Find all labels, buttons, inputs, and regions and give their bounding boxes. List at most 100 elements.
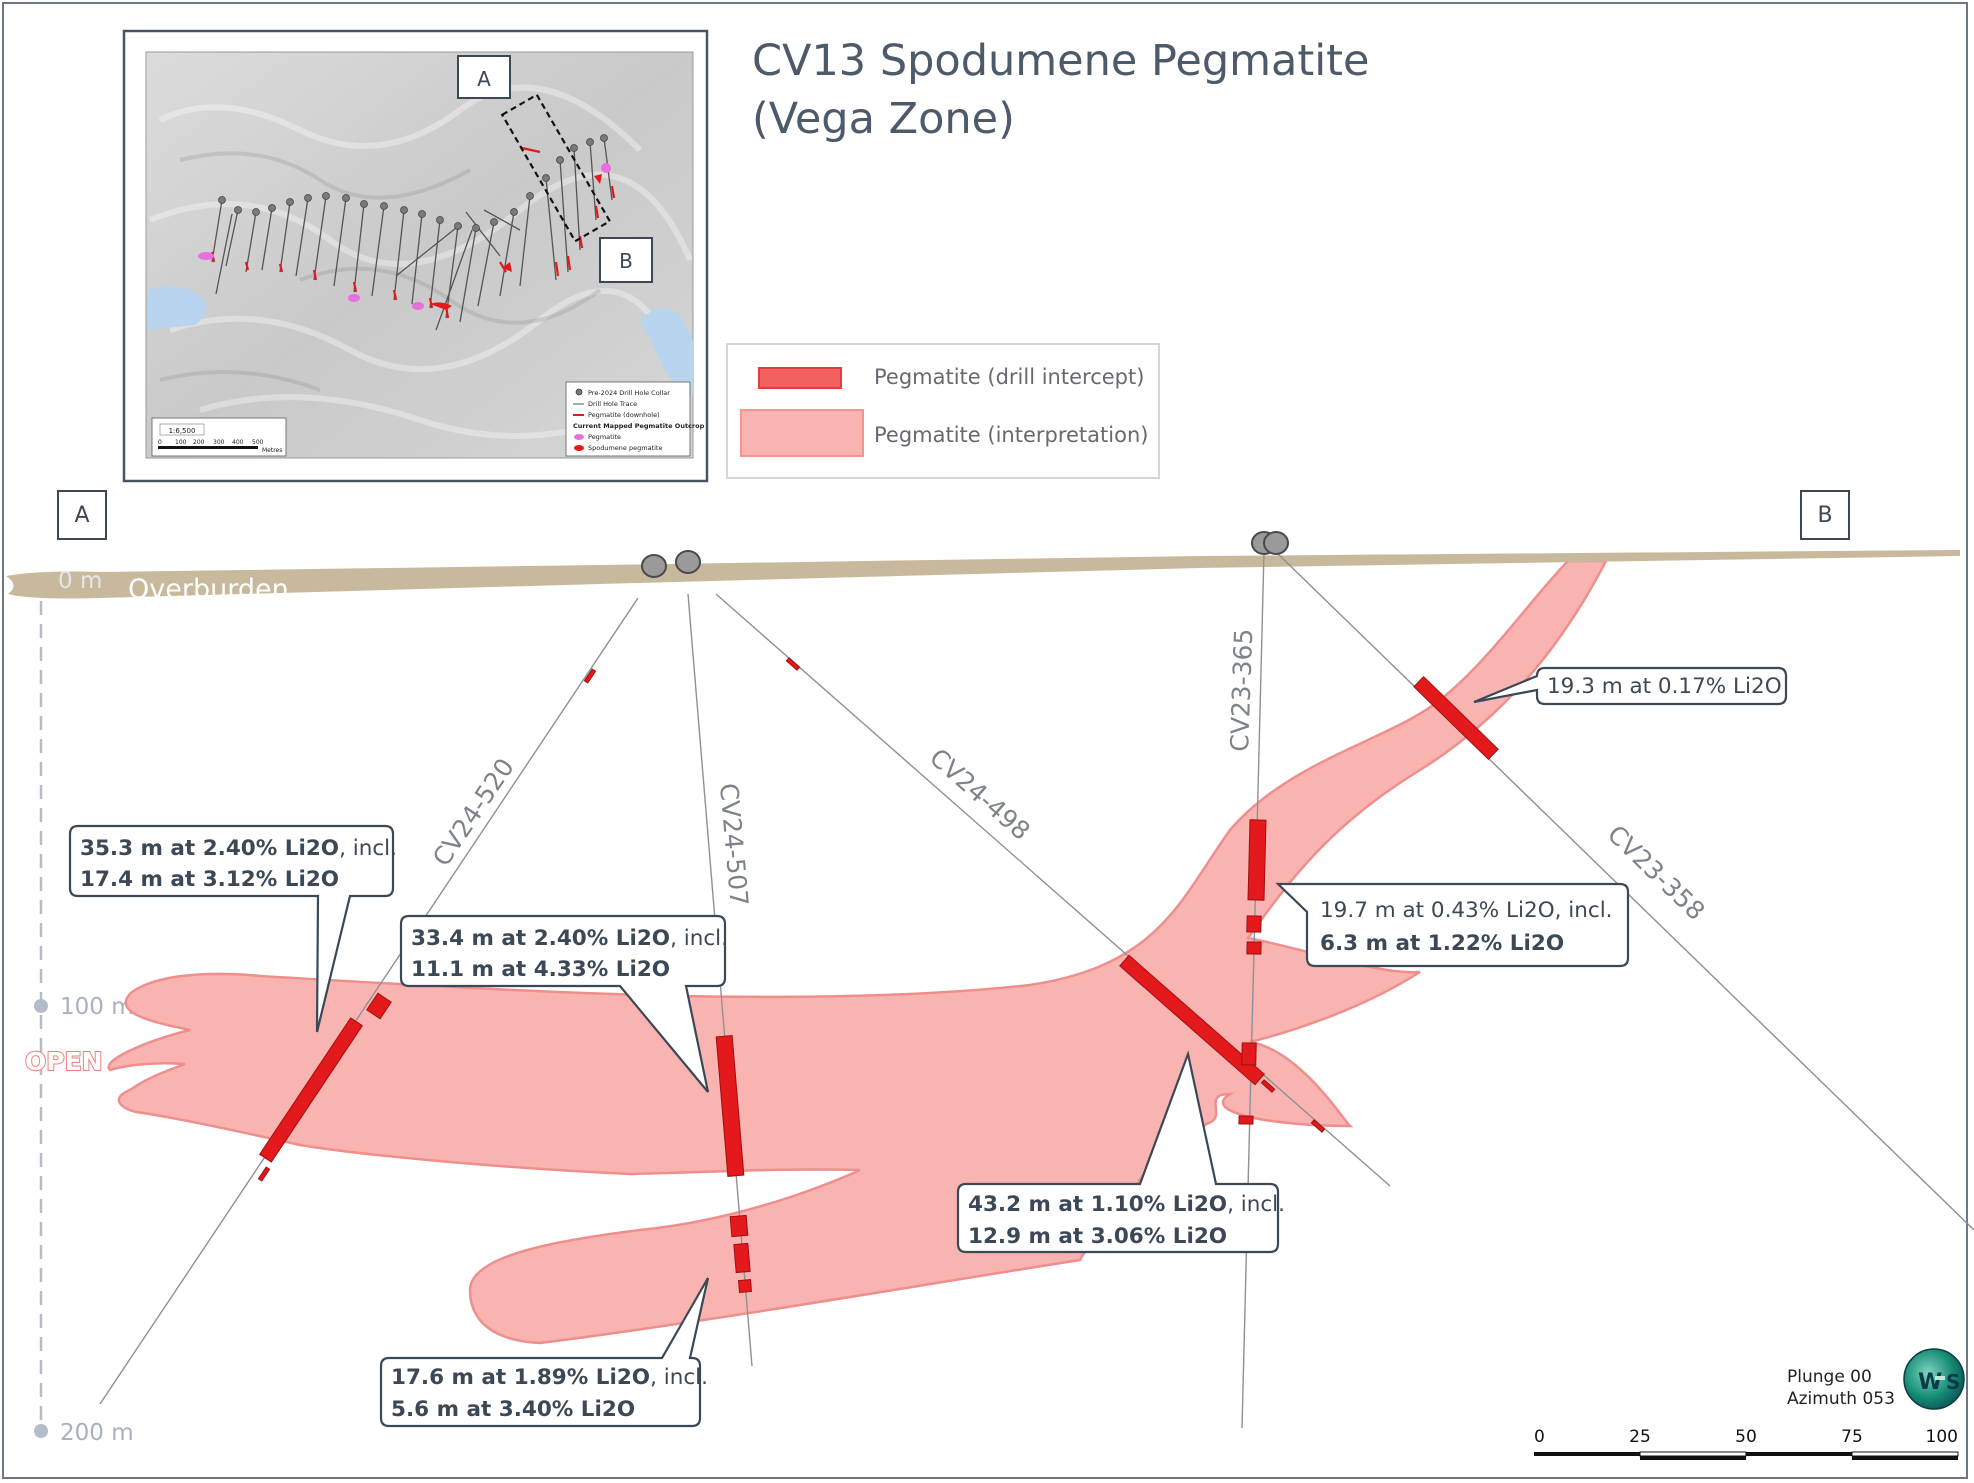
intercept-cv24-507-lower2 [733, 1242, 751, 1274]
callout-1-line1: 35.3 m at 2.40% Li2O, incl. [80, 836, 397, 861]
inset-point-b [599, 237, 653, 283]
svg-text:Drill Hole Trace: Drill Hole Trace [588, 400, 637, 408]
legend-swatch-interpretation [740, 409, 864, 457]
intercept-cv24-498-minor1 [785, 657, 801, 671]
section-point-b: B [1800, 490, 1850, 540]
svg-text:400: 400 [232, 439, 244, 446]
callout-6-line1: 19.3 m at 0.17% Li2O [1547, 674, 1782, 699]
azimuth-text: Azimuth 053 [1787, 1389, 1895, 1409]
intercept-cv23-365-d [1241, 1042, 1257, 1066]
svg-text:200: 200 [193, 439, 205, 446]
legend: Pegmatite (drill intercept) Pegmatite (i… [726, 343, 1160, 479]
intercept-cv24-520-minor1 [583, 668, 597, 684]
svg-text:300: 300 [213, 439, 225, 446]
intercept-cv23-365-e [1238, 1115, 1254, 1125]
svg-text:25: 25 [1629, 1427, 1651, 1447]
section-point-a: A [57, 490, 107, 540]
svg-text:100: 100 [1926, 1427, 1958, 1447]
svg-text:Pre-2024 Drill Hole Collar: Pre-2024 Drill Hole Collar [588, 389, 670, 397]
depth-label-0: 0 m [58, 568, 102, 594]
svg-text:0: 0 [158, 439, 162, 446]
callout-3-line1: 17.6 m at 1.89% Li2O, incl. [391, 1365, 708, 1390]
callout-2-line1: 33.4 m at 2.40% Li2O, incl. [411, 926, 728, 951]
lake [147, 286, 207, 330]
depth-tick-100 [34, 999, 48, 1013]
svg-text:Spodumene pegmatite: Spodumene pegmatite [588, 444, 662, 452]
svg-text:Metres: Metres [262, 447, 282, 454]
intercept-cv24-507-main [715, 1035, 745, 1177]
drill-intercepts [257, 657, 1499, 1294]
callout-5-line2: 6.3 m at 1.22% Li2O [1320, 931, 1564, 956]
open-label: OPEN [25, 1047, 103, 1076]
intercept-cv24-520-upper [366, 992, 392, 1020]
svg-text:0: 0 [1534, 1427, 1545, 1447]
intercept-cv24-520-minor2 [257, 1166, 271, 1182]
hole-label-cv23-365: CV23-365 [1225, 628, 1258, 752]
company-logo: W S [1903, 1348, 1965, 1410]
callout-4-line2: 12.9 m at 3.06% Li2O [968, 1224, 1227, 1249]
intercept-cv24-507-lower1 [729, 1214, 749, 1238]
intercept-cv24-520-main [258, 1017, 364, 1163]
scale-bar: 0 25 50 75 100 [1534, 1427, 1959, 1460]
intercept-cv23-358-main [1413, 676, 1499, 760]
depth-tick-200 [34, 1424, 48, 1438]
title-line-2: (Vega Zone) [752, 94, 1015, 144]
svg-text:Current Mapped Pegmatite Outcr: Current Mapped Pegmatite Outcrop [573, 422, 705, 430]
inset-drill-traces [211, 137, 613, 331]
svg-text:W: W [1918, 1370, 1942, 1395]
inset-map: A B 1:6,500 0 100 200 300 400 500 Metres… [122, 29, 709, 483]
intercept-cv24-507-lower3 [737, 1278, 753, 1294]
svg-text:50: 50 [1735, 1427, 1757, 1447]
title-line-1: CV13 Spodumene Pegmatite [752, 36, 1370, 86]
svg-text:500: 500 [252, 439, 264, 446]
hole-label-cv24-498: CV24-498 [924, 743, 1036, 846]
lake [640, 308, 693, 395]
trace-cv24-498 [715, 593, 1391, 1187]
legend-swatch-intercept [758, 367, 842, 389]
pegmatite-interpretation [107, 559, 1609, 1345]
plunge-text: Plunge 00 [1787, 1367, 1872, 1387]
inset-point-a-label: A [477, 67, 491, 91]
depth-axis: 100 m 200 m OPEN [24, 573, 134, 1446]
section-box [500, 93, 612, 243]
svg-text:Pegmatite: Pegmatite [588, 433, 621, 441]
svg-text:75: 75 [1841, 1427, 1863, 1447]
overburden-label: Overburden [128, 574, 289, 605]
intercept-cv23-365-c [1246, 941, 1262, 955]
inset-outcrops [198, 163, 611, 310]
drill-traces [99, 551, 1974, 1429]
legend-label-interpretation: Pegmatite (interpretation) [874, 423, 1149, 447]
callout-1-line2: 17.4 m at 3.12% Li2O [80, 867, 339, 892]
inset-collars [218, 134, 608, 232]
intercept-cv24-498-main [1119, 954, 1265, 1086]
legend-label-intercept: Pegmatite (drill intercept) [874, 365, 1145, 389]
inset-point-b-label: B [619, 249, 633, 273]
inset-scale: 1:6,500 0 100 200 300 400 500 Metres [151, 417, 287, 457]
svg-text:100: 100 [175, 439, 187, 446]
callout-texts: 35.3 m at 2.40% Li2O, incl. 17.4 m at 3.… [80, 674, 1782, 1422]
inset-pegmatite-intercepts [210, 146, 616, 319]
inset-scale-text: 1:6,500 [169, 427, 196, 435]
svg-text:S: S [1946, 1370, 1960, 1394]
hole-label-cv24-507: CV24-507 [714, 782, 754, 907]
hole-label-cv24-520: CV24-520 [427, 753, 520, 871]
trace-cv23-365 [1241, 551, 1265, 1429]
callout-5-line1: 19.7 m at 0.43% Li2O, incl. [1320, 898, 1613, 923]
orientation-info: Plunge 00 Azimuth 053 [1787, 1366, 1895, 1410]
depth-label-200: 200 m [60, 1420, 134, 1446]
callout-2-line2: 11.1 m at 4.33% Li2O [411, 957, 670, 982]
depth-label-100: 100 m [60, 994, 134, 1020]
intercept-cv24-498-minor2 [1260, 1079, 1276, 1093]
intercept-cv23-365-b [1246, 915, 1262, 933]
svg-text:Pegmatite (downhole): Pegmatite (downhole) [588, 411, 660, 419]
intercept-cv24-498-minor3 [1310, 1119, 1326, 1133]
intercept-cv23-365-main [1247, 819, 1267, 901]
inset-point-a [457, 55, 511, 99]
overburden [6, 550, 1960, 599]
callout-4-line1: 43.2 m at 1.10% Li2O, incl. [968, 1192, 1285, 1217]
drill-collars [641, 531, 1289, 578]
callout-shapes [68, 666, 1788, 1428]
inset-legend: Pre-2024 Drill Hole Collar Drill Hole Tr… [565, 381, 705, 457]
trace-cv24-520 [99, 597, 639, 1405]
